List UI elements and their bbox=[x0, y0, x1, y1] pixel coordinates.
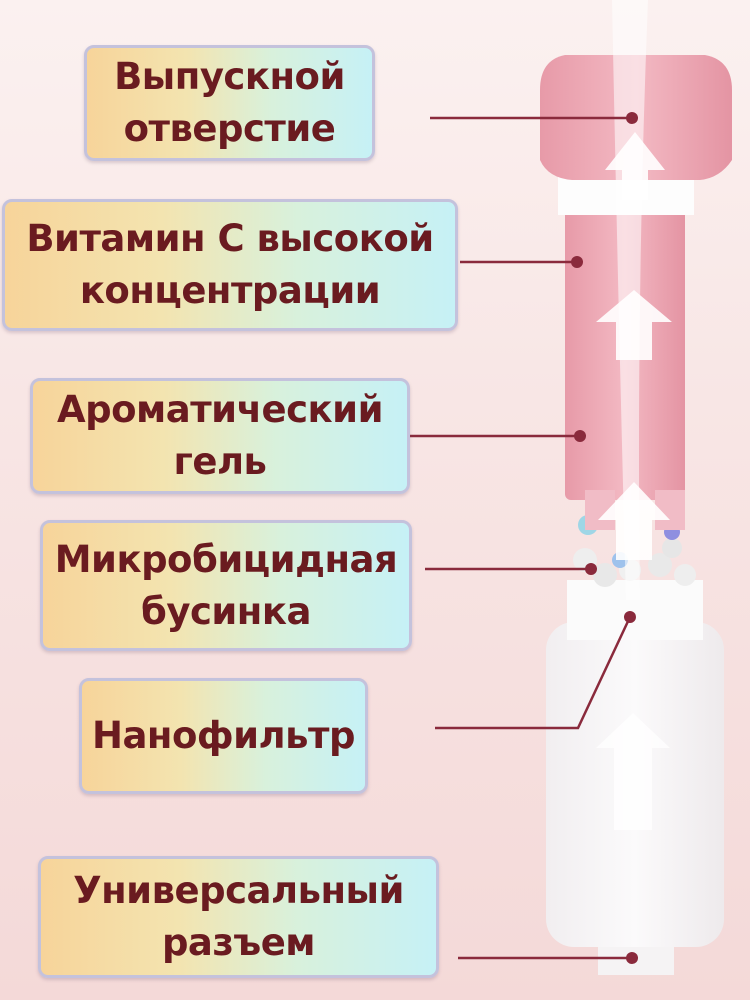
label-outlet: Выпускной отверстие bbox=[84, 45, 375, 161]
label-text: Нанофильтр bbox=[92, 714, 355, 758]
marker-dot bbox=[574, 430, 586, 442]
label-vitamin-c: Витамин С высокой концентрации bbox=[2, 199, 458, 331]
label-connector: Универсальный разъем bbox=[38, 856, 439, 978]
label-text: Универсальный разъем bbox=[73, 869, 404, 964]
label-text: Витамин С высокой концентрации bbox=[26, 217, 434, 312]
label-text: Выпускной отверстие bbox=[114, 55, 345, 150]
marker-dot bbox=[626, 952, 638, 964]
leader-line-nanofilter bbox=[435, 616, 632, 730]
marker-dot bbox=[626, 112, 638, 124]
label-nanofilter: Нанофильтр bbox=[79, 678, 368, 794]
label-aroma-gel: Ароматический гель bbox=[30, 378, 410, 494]
marker-dot bbox=[585, 563, 597, 575]
label-text: Микробицидная бусинка bbox=[54, 537, 398, 633]
marker-dot bbox=[571, 256, 583, 268]
label-text: Ароматический гель bbox=[56, 388, 384, 483]
marker-dot bbox=[624, 611, 636, 623]
label-beads: Микробицидная бусинка bbox=[40, 520, 412, 651]
